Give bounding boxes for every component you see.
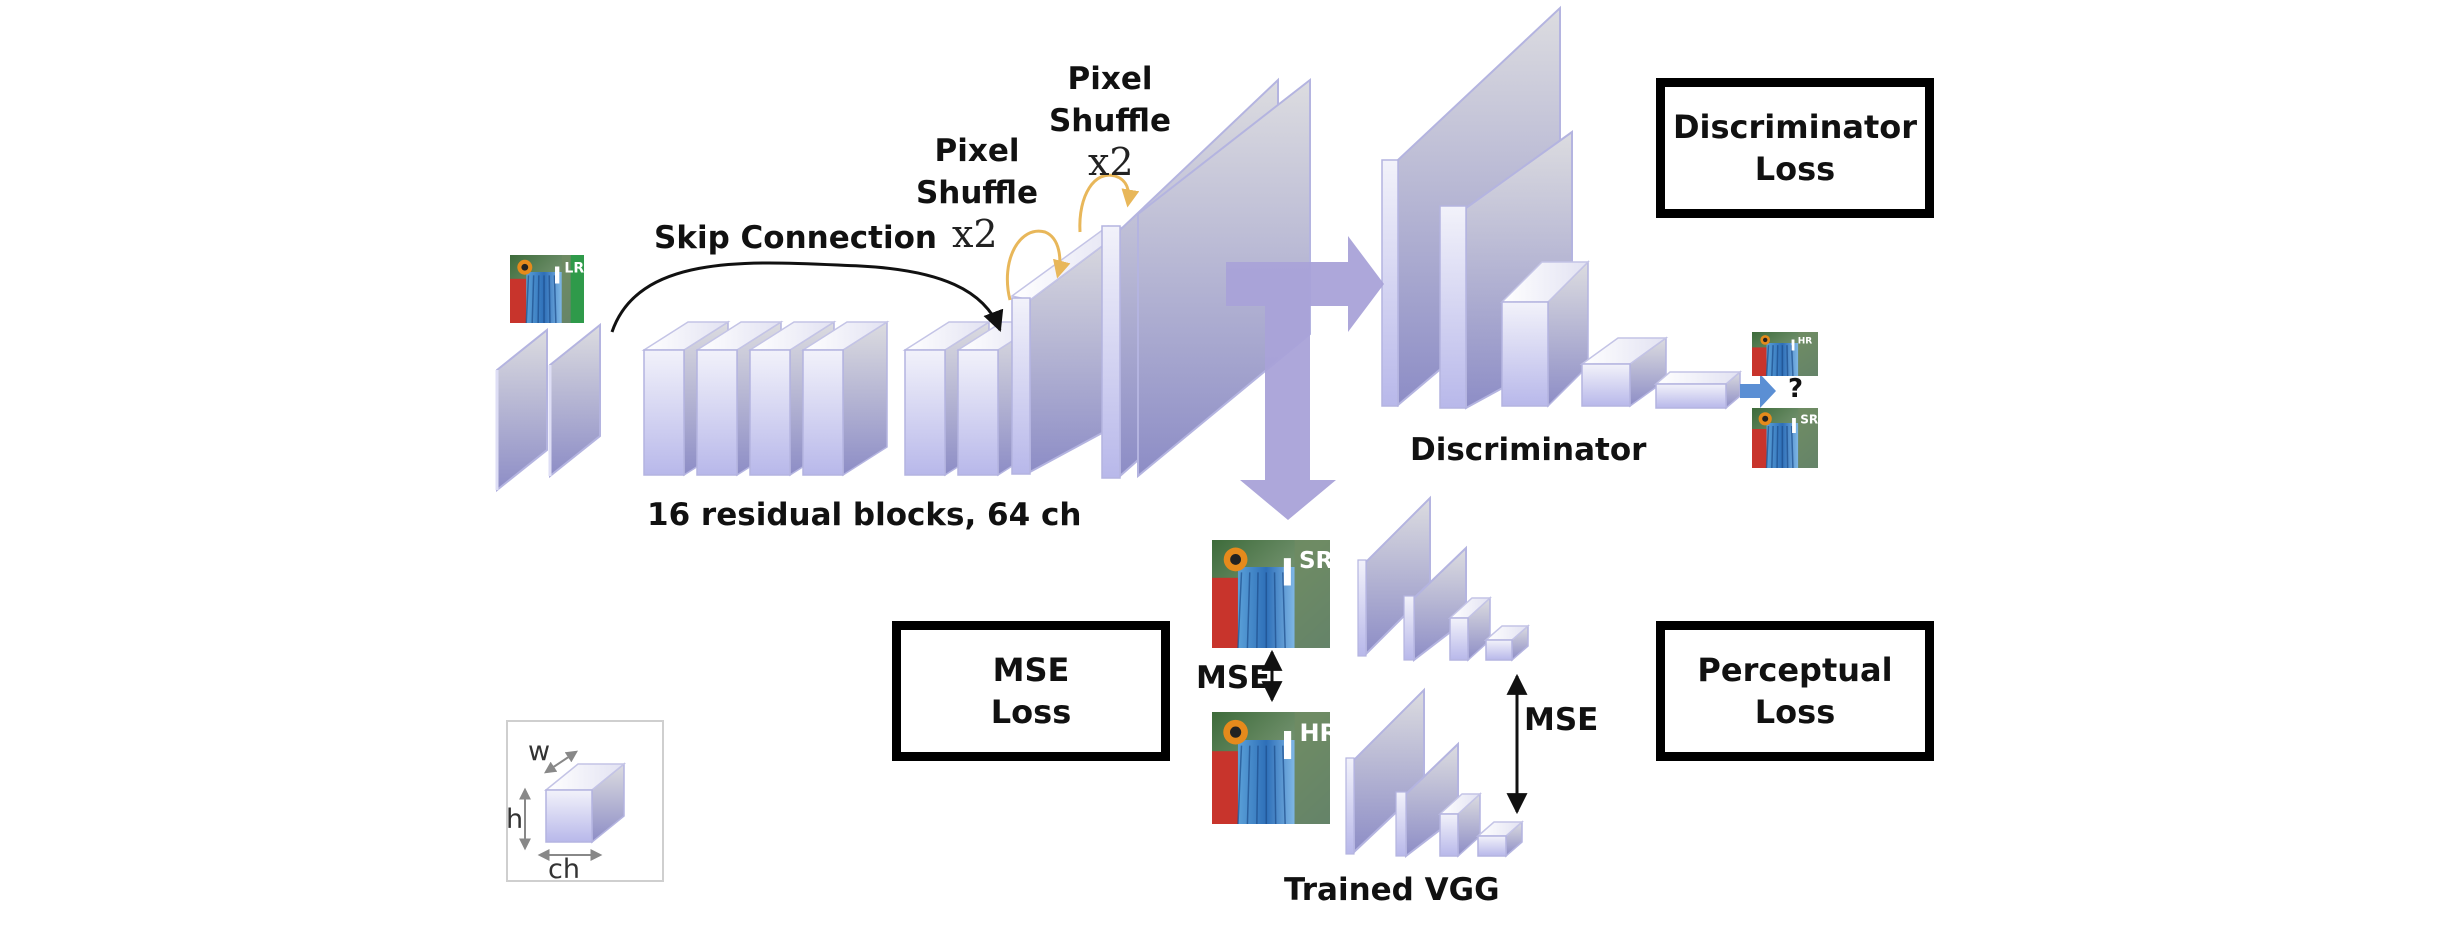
discriminator-question: ? bbox=[1788, 374, 1804, 404]
scale-x2-label-2: x2 bbox=[1088, 140, 1134, 184]
pixel-shuffle-curve-1 bbox=[1005, 229, 1071, 301]
legend-frame bbox=[506, 720, 664, 882]
residual-block-5-front bbox=[904, 349, 946, 476]
vgg-sr-image-sup: SR bbox=[1299, 548, 1334, 574]
mse-loss-line-2: Loss bbox=[990, 693, 1072, 731]
disc-block-4 bbox=[1579, 336, 1669, 408]
input-conv-layer-2-face bbox=[549, 322, 601, 479]
vgg-sr-block-4 bbox=[1484, 624, 1530, 662]
input-conv-layer-2 bbox=[548, 322, 601, 479]
pixel-shuffle-curve-2 bbox=[1078, 173, 1140, 233]
residual-block-4 bbox=[800, 320, 890, 477]
legend-h-label: h bbox=[506, 804, 524, 835]
disc-block-5 bbox=[1653, 370, 1743, 410]
mse-loss-box: MSE Loss bbox=[892, 621, 1170, 761]
skip-connection-curve bbox=[610, 261, 1004, 333]
vgg-hr-block-3 bbox=[1438, 792, 1482, 858]
mse-right-label: MSE bbox=[1524, 702, 1599, 738]
residual-block-2-front bbox=[696, 349, 738, 476]
pixel-shuffle-label-1: Pixel Shuffle bbox=[915, 133, 1039, 211]
legend-ch-label: ch bbox=[548, 854, 580, 885]
disc-block-3 bbox=[1500, 260, 1590, 408]
upsample-block-1-front bbox=[1011, 297, 1031, 475]
disc-block-1-front bbox=[1381, 159, 1399, 407]
vgg-sr-block-1-front bbox=[1357, 559, 1367, 657]
arrow-right-icon bbox=[1226, 236, 1384, 332]
perceptual-loss-line-2: Loss bbox=[1754, 693, 1836, 731]
vgg-hr-image-sup: HR bbox=[1299, 719, 1338, 747]
discriminator-label: Discriminator bbox=[1410, 432, 1647, 468]
disc-block-5-top bbox=[1653, 371, 1743, 385]
mse-loss-line-1: MSE bbox=[992, 651, 1070, 689]
vgg-hr-block-1-front bbox=[1345, 757, 1355, 855]
disc-sr-image-sup: SR bbox=[1800, 413, 1818, 427]
legend-w-label: w bbox=[528, 736, 551, 767]
discriminator-loss-line-1: Discriminator bbox=[1672, 108, 1918, 146]
legend-w-arrow bbox=[544, 750, 578, 774]
disc-block-2-front bbox=[1439, 205, 1467, 409]
vgg-hr-block-4 bbox=[1476, 820, 1524, 858]
skip-connection-label: Skip Connection bbox=[654, 220, 937, 256]
lr-input-image-label: I bbox=[553, 264, 562, 290]
input-conv-layer-1 bbox=[495, 327, 548, 493]
disc-block-4-front bbox=[1581, 363, 1631, 407]
small-arrow-right-icon bbox=[1740, 374, 1776, 408]
residual-block-6-front bbox=[957, 349, 999, 476]
output-split-arrow bbox=[1226, 236, 1384, 520]
disc-block-5-front bbox=[1655, 383, 1727, 409]
vgg-sr-block-3-front bbox=[1449, 617, 1469, 661]
perceptual-loss-line-1: Perceptual bbox=[1697, 651, 1893, 689]
vgg-hr-image-label: I bbox=[1280, 724, 1294, 768]
vgg-sr-block-4-front bbox=[1485, 639, 1513, 661]
scale-x2-label-1: x2 bbox=[952, 212, 998, 256]
input-conv-layer-1-face bbox=[496, 327, 548, 493]
disc-block-3-front bbox=[1501, 301, 1549, 407]
network-blocks bbox=[495, 5, 1743, 859]
mse-left-label: MSE bbox=[1196, 660, 1271, 696]
vgg-hr-block-2-front bbox=[1395, 791, 1407, 857]
disc-hr-image-sup: HR bbox=[1798, 336, 1813, 346]
vgg-sr-block-2-front bbox=[1403, 595, 1415, 661]
residual-blocks-caption: 16 residual blocks, 64 ch bbox=[647, 497, 1082, 533]
disc-sr-image-label: I bbox=[1790, 414, 1797, 438]
disc-hr-image-label: I bbox=[1790, 336, 1796, 354]
vgg-hr-block-3-front bbox=[1439, 813, 1459, 857]
arrow-down-icon bbox=[1240, 306, 1336, 520]
lr-input-image-sup: LR bbox=[564, 261, 584, 277]
residual-block-1-front bbox=[643, 349, 685, 476]
residual-block-3-front bbox=[749, 349, 791, 476]
discriminator-loss-line-2: Loss bbox=[1754, 150, 1836, 188]
upsample-block-2-front bbox=[1101, 225, 1121, 479]
pixel-shuffle-label-2: Pixel Shuffle bbox=[1048, 61, 1172, 139]
legend-cube bbox=[543, 762, 627, 844]
residual-block-4-front bbox=[802, 349, 844, 476]
legend-cube-front bbox=[545, 789, 593, 843]
vgg-sr-image-label: I bbox=[1280, 551, 1294, 594]
vgg-sr-block-3 bbox=[1448, 596, 1492, 662]
vgg-label: Trained VGG bbox=[1284, 872, 1500, 908]
vgg-hr-block-4-front bbox=[1477, 835, 1507, 857]
